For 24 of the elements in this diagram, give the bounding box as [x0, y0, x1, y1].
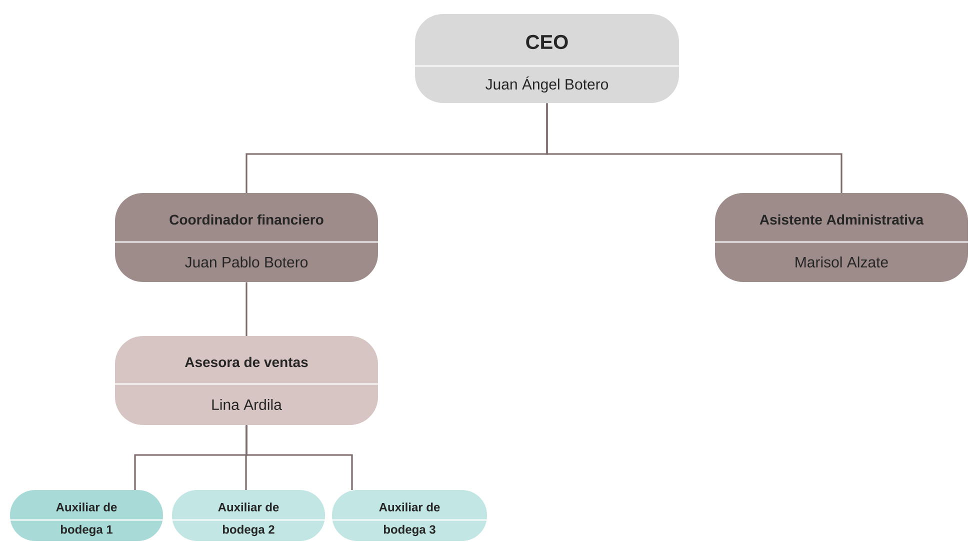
org-box [115, 193, 378, 282]
job-title: Coordinador financiero [170, 214, 324, 225]
person-name: Marisol Alzate [796, 256, 888, 268]
person-name: Lina Ardila [212, 399, 282, 410]
job-title: Asistente Administrativa [760, 214, 924, 225]
org-box [10, 490, 163, 541]
connector-line [546, 103, 842, 193]
job-title: Auxiliar de [56, 502, 117, 512]
org-box [172, 490, 325, 541]
person-name: Juan Pablo Botero [185, 256, 308, 268]
person-name: bodega 1 [60, 524, 112, 536]
org-box [715, 193, 968, 282]
person-name: bodega 3 [384, 524, 436, 536]
person-name: bodega 2 [222, 524, 274, 536]
person-name: Juan Ángel Botero [486, 76, 608, 93]
job-title: Auxiliar de [379, 502, 440, 512]
job-title: CEO [526, 34, 568, 50]
org-box [115, 336, 378, 425]
job-title: Auxiliar de [218, 502, 279, 512]
connector-line [246, 425, 353, 490]
connector-line [246, 282, 248, 336]
org-box [415, 14, 679, 103]
org-box [332, 490, 487, 541]
job-title: Asesora de ventas [184, 356, 308, 368]
